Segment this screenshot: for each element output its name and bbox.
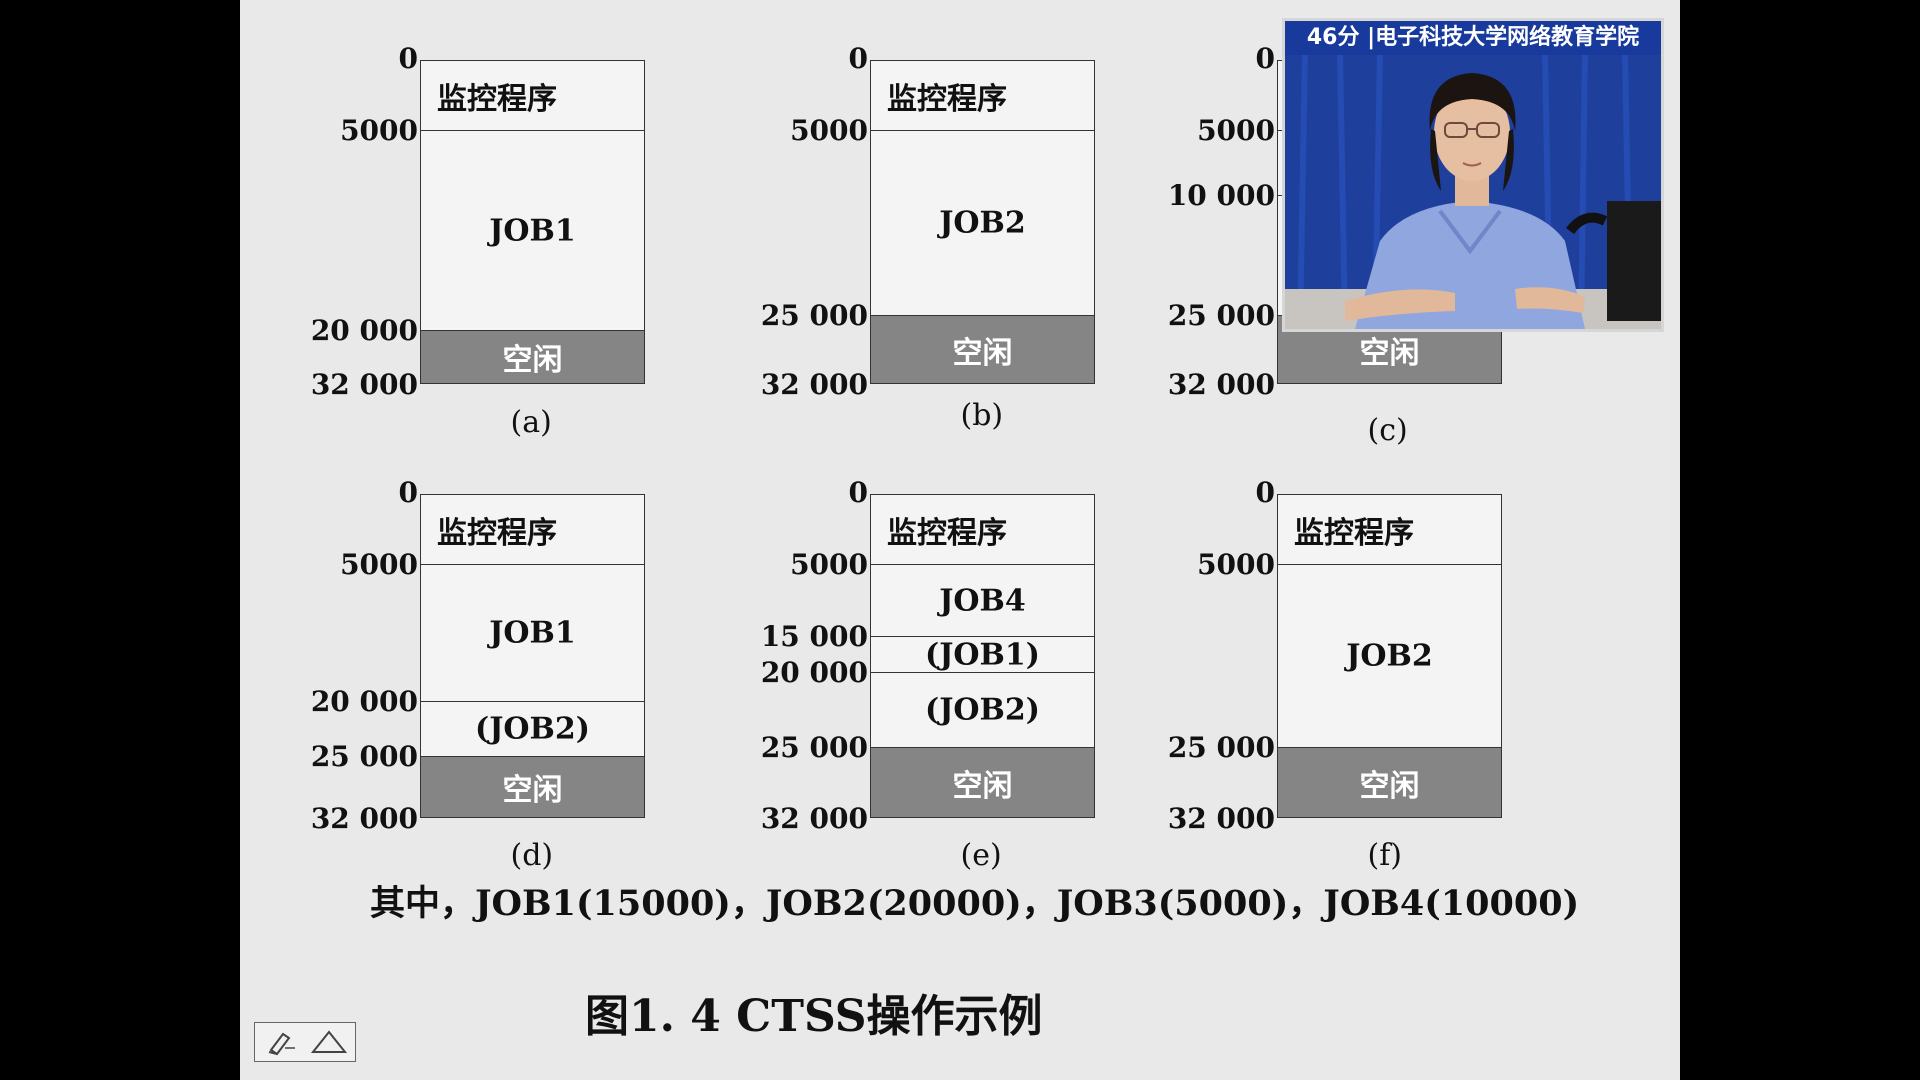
lecturer-video: 46分 |电子科技大学网络教育学院 <box>1282 18 1664 332</box>
memory-diagram-f: 监控程序 JOB2 空闲 0 5000 25 000 32 000 (f) <box>1168 476 1502 873</box>
memory-block-label: (JOB2) <box>475 711 590 747</box>
job-sizes-note: 其中，JOB1(15000)，JOB2(20000)，JOB3(5000)，JO… <box>370 883 1580 924</box>
address-label: 25 000 <box>760 731 868 764</box>
address-label: 0 <box>848 42 868 75</box>
memory-block-label: 空闲 <box>1359 768 1420 804</box>
memory-block-free: 空闲 <box>420 330 645 384</box>
memory-block-label: 空闲 <box>1359 335 1420 371</box>
address-label: 5000 <box>1197 548 1275 581</box>
memory-block-region: 监控程序 <box>1277 494 1502 564</box>
memory-block-label: 监控程序 <box>1294 515 1414 551</box>
address-label: 0 <box>398 476 418 509</box>
address-label: 32 000 <box>760 368 868 401</box>
memory-block-label: 监控程序 <box>437 81 557 117</box>
address-label: 20 000 <box>760 656 868 689</box>
memory-block-region: JOB1 <box>420 564 645 701</box>
memory-block-label: 监控程序 <box>887 515 1007 551</box>
video-caption: 46分 |电子科技大学网络教育学院 <box>1285 21 1661 55</box>
address-label: 5000 <box>340 548 418 581</box>
memory-block-label: JOB1 <box>489 615 576 651</box>
memory-block-free: 空闲 <box>420 756 645 818</box>
memory-block-label: 空闲 <box>502 343 563 378</box>
diagram-caption: (b) <box>960 398 1004 433</box>
memory-block-label: 空闲 <box>502 773 563 808</box>
memory-block-region: (JOB2) <box>870 672 1095 747</box>
memory-block-region: 监控程序 <box>420 494 645 564</box>
diagram-caption: (e) <box>960 838 1002 873</box>
address-label: 5000 <box>790 114 868 147</box>
pen-icon[interactable] <box>263 1026 303 1058</box>
memory-block-region: JOB4 <box>870 564 1095 636</box>
memory-block-region: (JOB1) <box>870 636 1095 672</box>
diagram-caption: (a) <box>510 405 552 440</box>
memory-block-region: 监控程序 <box>870 494 1095 564</box>
memory-block-label: 空闲 <box>952 768 1013 804</box>
address-label: 32 000 <box>310 368 418 401</box>
address-label: 0 <box>848 476 868 509</box>
memory-block-region: JOB1 <box>420 130 645 330</box>
triangle-menu-icon[interactable] <box>307 1026 351 1058</box>
memory-block-region: JOB2 <box>870 130 1095 315</box>
address-label: 32 000 <box>1167 802 1275 835</box>
memory-block-label: JOB2 <box>939 205 1026 241</box>
address-label: 32 000 <box>310 802 418 835</box>
address-label: 20 000 <box>310 685 418 718</box>
address-label: 5000 <box>1197 114 1275 147</box>
address-label: 0 <box>1255 476 1275 509</box>
address-label: 25 000 <box>1167 731 1275 764</box>
memory-block-label: 监控程序 <box>437 515 557 551</box>
address-label: 15 000 <box>760 620 868 653</box>
memory-diagram-b: 监控程序 JOB2 空闲 0 5000 25 000 32 000 (b) <box>761 42 1095 433</box>
address-label: 25 000 <box>310 740 418 773</box>
address-label: 5000 <box>340 114 418 147</box>
memory-block-label: JOB4 <box>939 583 1026 618</box>
memory-block-region: 监控程序 <box>420 60 645 130</box>
lecturer-figure <box>1285 21 1661 329</box>
figure-title: 图1. 4 CTSS操作示例 <box>585 991 1043 1042</box>
memory-block-region: JOB2 <box>1277 564 1502 747</box>
address-label: 0 <box>1255 42 1275 75</box>
address-label: 25 000 <box>1167 299 1275 332</box>
address-label: 25 000 <box>760 299 868 332</box>
address-label: 10 000 <box>1167 179 1275 212</box>
address-label: 0 <box>398 42 418 75</box>
address-label: 5000 <box>790 548 868 581</box>
diagram-caption: (d) <box>510 838 554 873</box>
memory-block-region: 监控程序 <box>870 60 1095 130</box>
memory-block-free: 空闲 <box>870 747 1095 818</box>
memory-block-label: JOB1 <box>489 213 576 248</box>
memory-block-free: 空闲 <box>870 315 1095 384</box>
memory-block-label: JOB2 <box>1346 638 1433 674</box>
slide-nav-control[interactable] <box>254 1022 356 1062</box>
address-label: 20 000 <box>310 314 418 347</box>
memory-block-label: 空闲 <box>952 335 1013 371</box>
address-label: 32 000 <box>760 802 868 835</box>
memory-block-free: 空闲 <box>1277 747 1502 818</box>
memory-block-label: (JOB1) <box>925 637 1040 672</box>
address-label: 32 000 <box>1167 368 1275 401</box>
memory-block-label: 监控程序 <box>887 81 1007 117</box>
memory-block-region: (JOB2) <box>420 701 645 756</box>
diagram-caption: (f) <box>1367 838 1403 873</box>
diagram-caption: (c) <box>1367 413 1408 448</box>
memory-diagram-d: 监控程序 JOB1 (JOB2) 空闲 0 5000 20 000 25 000 32 000 (… <box>311 476 645 873</box>
memory-diagram-a: 监控程序 JOB1 空闲 0 5000 20 000 32 000 (a) <box>311 42 645 440</box>
memory-block-label: (JOB2) <box>925 692 1040 728</box>
